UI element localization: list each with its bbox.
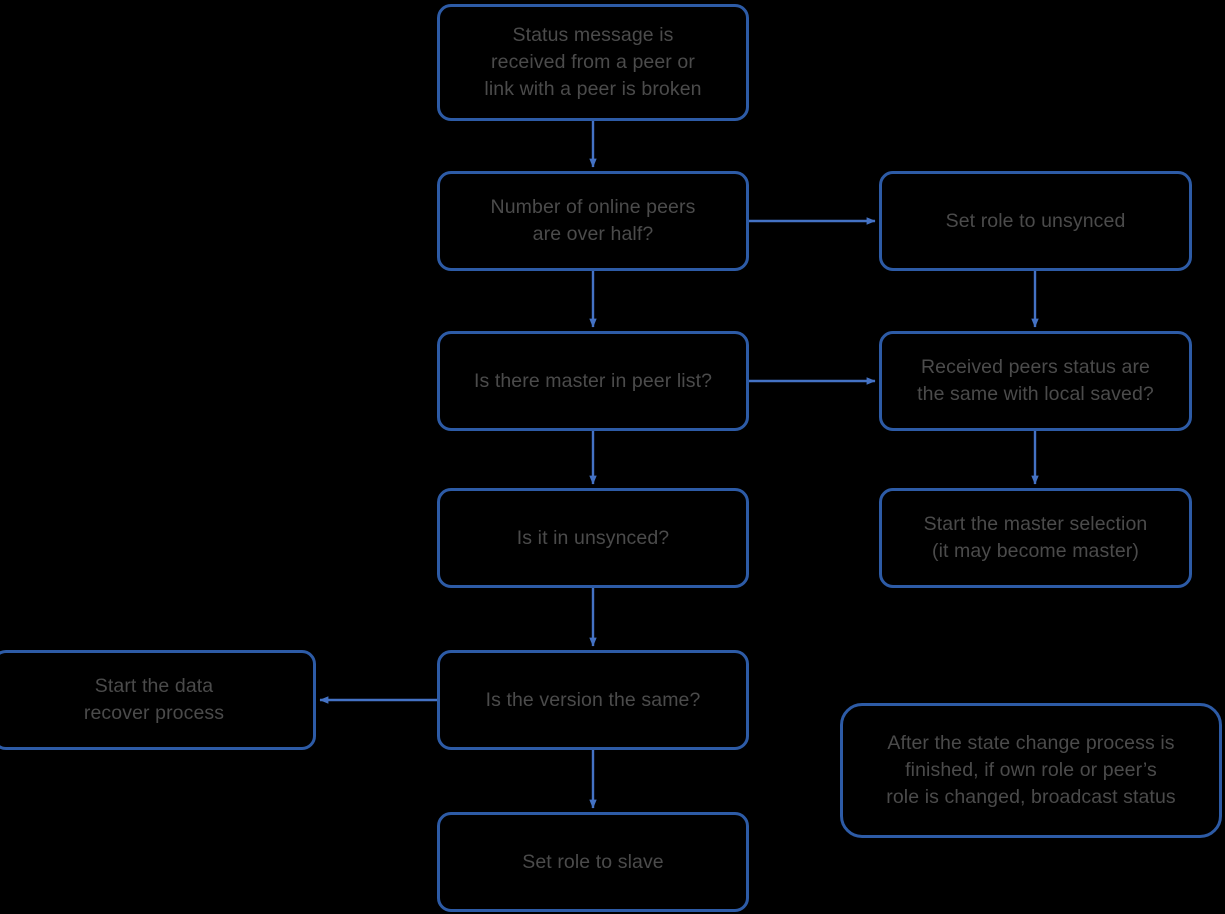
node-status-message-received[interactable]: Status message is received from a peer o… (437, 4, 749, 121)
node-label: Number of online peers are over half? (490, 196, 696, 245)
node-label: Received peers status are the same with … (917, 356, 1154, 405)
node-set-role-unsynced[interactable]: Set role to unsynced (879, 171, 1192, 271)
node-label: Is it in unsynced? (516, 526, 670, 549)
node-label: Start the data recover process (83, 675, 225, 724)
node-label: Start the master selection (it may becom… (923, 513, 1148, 562)
node-is-version-the-same[interactable]: Is the version the same? (437, 650, 749, 750)
node-start-data-recover-process[interactable]: Start the data recover process (0, 650, 316, 750)
node-set-role-slave[interactable]: Set role to slave (437, 812, 749, 912)
node-received-peers-status-same[interactable]: Received peers status are the same with … (879, 331, 1192, 431)
node-label: Is there master in peer list? (473, 369, 713, 392)
node-is-there-master-in-peer-list[interactable]: Is there master in peer list? (437, 331, 749, 431)
node-label: Status message is received from a peer o… (484, 24, 702, 100)
node-label: Set role to slave (522, 850, 664, 873)
node-online-peers-over-half[interactable]: Number of online peers are over half? (437, 171, 749, 271)
node-is-it-in-unsynced[interactable]: Is it in unsynced? (437, 488, 749, 588)
node-label: Is the version the same? (485, 688, 701, 711)
node-broadcast-status-note[interactable]: After the state change process is finish… (840, 703, 1222, 838)
node-label: After the state change process is finish… (886, 732, 1176, 808)
node-label: Set role to unsynced (945, 209, 1126, 232)
node-start-master-selection[interactable]: Start the master selection (it may becom… (879, 488, 1192, 588)
